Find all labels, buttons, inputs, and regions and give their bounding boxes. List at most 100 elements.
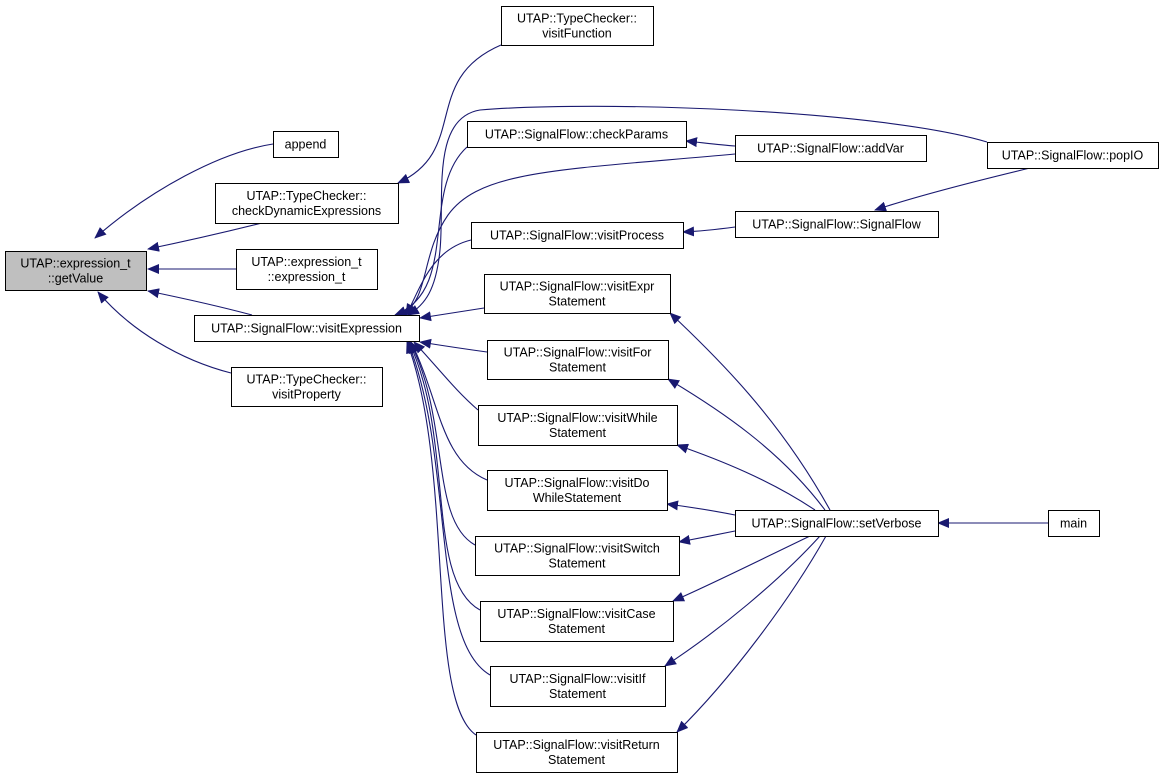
- node-label-line: Statement: [549, 557, 607, 571]
- edge-line: [406, 341, 477, 736]
- edge-addVar-to-checkParams: [685, 137, 736, 148]
- node-box: [273, 131, 339, 158]
- node-label-line: UTAP::SignalFlow::visitDo: [505, 476, 650, 490]
- edge-setVerbose-to-visitDoWhileStatement: [666, 500, 736, 516]
- edge-line: [94, 143, 274, 239]
- edges-layer: [94, 44, 1049, 736]
- node-box: [487, 470, 668, 511]
- edge-visitProperty-to-getValue: [97, 291, 232, 374]
- node-label-line: Statement: [549, 295, 607, 309]
- node-label-line: Statement: [549, 361, 607, 375]
- edge-line: [685, 137, 736, 148]
- node-setVerbose[interactable]: UTAP::SignalFlow::setVerbose: [735, 510, 939, 537]
- edge-line: [419, 307, 485, 322]
- node-append[interactable]: append: [273, 131, 339, 158]
- edge-setVerbose-to-visitSwitchStatement: [678, 530, 736, 545]
- node-SignalFlow[interactable]: UTAP::SignalFlow::SignalFlow: [735, 211, 939, 238]
- edge-setVerbose-to-visitExprStatement: [669, 312, 831, 511]
- node-box: [501, 6, 654, 46]
- node-box: [467, 121, 687, 148]
- edge-line: [405, 239, 472, 316]
- node-box: [194, 315, 420, 342]
- node-visitProperty[interactable]: UTAP::TypeChecker::visitProperty: [231, 367, 383, 407]
- edge-visitFunction-to-checkDynamicExpressions: [397, 44, 502, 184]
- edge-line: [407, 105, 988, 316]
- node-label-line: Statement: [549, 426, 607, 440]
- node-box: [215, 183, 399, 224]
- edge-setVerbose-to-visitWhileStatement: [676, 443, 816, 511]
- edge-visitExprStatement-to-visitExpression: [419, 307, 485, 322]
- edge-setVerbose-to-visitCaseStatement: [672, 535, 811, 602]
- node-box: [471, 222, 684, 249]
- node-box: [476, 732, 678, 773]
- node-label-line: main: [1060, 517, 1087, 531]
- node-box: [1048, 510, 1100, 537]
- edge-visitProcess-to-visitExpression: [405, 239, 472, 316]
- node-label-line: UTAP::TypeChecker::: [247, 373, 367, 387]
- edge-checkDynamicExpressions-to-getValue: [147, 222, 263, 252]
- edge-line: [409, 341, 476, 546]
- node-label-line: ::expression_t: [268, 270, 346, 284]
- edge-line: [410, 341, 488, 481]
- node-checkDynamicExpressions[interactable]: UTAP::TypeChecker::checkDynamicExpressio…: [215, 183, 399, 224]
- node-expression_t_ctor[interactable]: UTAP::expression_t::expression_t: [236, 249, 378, 290]
- node-box: [735, 211, 939, 238]
- node-label-line: UTAP::SignalFlow::setVerbose: [752, 517, 922, 531]
- node-box: [478, 405, 678, 446]
- node-label-line: UTAP::SignalFlow::visitReturn: [493, 738, 660, 752]
- edge-line: [678, 530, 736, 545]
- edge-visitForStatement-to-visitExpression: [419, 338, 488, 353]
- edge-line: [147, 222, 263, 252]
- node-label-line: visitFunction: [542, 27, 612, 41]
- edge-line: [397, 44, 502, 184]
- edge-line: [676, 443, 816, 511]
- node-addVar[interactable]: UTAP::SignalFlow::addVar: [735, 135, 927, 162]
- node-label-line: UTAP::SignalFlow::visitIf: [510, 672, 646, 686]
- node-checkParams[interactable]: UTAP::SignalFlow::checkParams: [467, 121, 687, 148]
- edge-line: [667, 378, 826, 511]
- node-label-line: UTAP::SignalFlow::visitExpression: [211, 322, 402, 336]
- node-label-line: UTAP::SignalFlow::visitSwitch: [494, 542, 660, 556]
- edge-popIO-to-visitExpression: [407, 105, 988, 316]
- node-main[interactable]: main: [1048, 510, 1100, 537]
- node-box: [987, 142, 1159, 169]
- edge-line: [669, 312, 831, 511]
- edge-popIO-to-SignalFlow: [874, 167, 1031, 212]
- edge-visitIfStatement-to-visitExpression: [407, 341, 491, 676]
- node-box: [735, 510, 939, 537]
- node-label-line: WhileStatement: [533, 491, 622, 505]
- node-visitFunction[interactable]: UTAP::TypeChecker::visitFunction: [501, 6, 654, 46]
- edge-visitExpression-to-getValue: [147, 288, 253, 316]
- edge-line: [682, 226, 736, 237]
- edge-setVerbose-to-visitForStatement: [667, 378, 826, 511]
- node-box: [735, 135, 927, 162]
- node-label-line: UTAP::expression_t: [20, 257, 131, 271]
- node-visitProcess[interactable]: UTAP::SignalFlow::visitProcess: [471, 222, 684, 249]
- node-box: [487, 340, 669, 380]
- node-label-line: UTAP::TypeChecker::: [517, 12, 637, 26]
- node-box: [231, 367, 383, 407]
- nodes-layer: UTAP::expression_t::getValueappendUTAP::…: [5, 6, 1159, 773]
- node-visitExpression[interactable]: UTAP::SignalFlow::visitExpression: [194, 315, 420, 342]
- edge-line: [97, 291, 232, 374]
- node-getValue[interactable]: UTAP::expression_t::getValue: [5, 251, 147, 291]
- node-box: [480, 601, 674, 642]
- edge-setVerbose-to-visitReturnStatement: [676, 535, 827, 733]
- edge-setVerbose-to-visitIfStatement: [664, 535, 821, 667]
- node-label-line: UTAP::SignalFlow::visitExpr: [500, 280, 655, 294]
- node-box: [236, 249, 378, 290]
- edge-line: [400, 153, 736, 316]
- edge-line: [413, 341, 479, 411]
- node-label-line: Statement: [549, 687, 607, 701]
- node-label-line: UTAP::SignalFlow::SignalFlow: [752, 218, 922, 232]
- node-popIO[interactable]: UTAP::SignalFlow::popIO: [987, 142, 1159, 169]
